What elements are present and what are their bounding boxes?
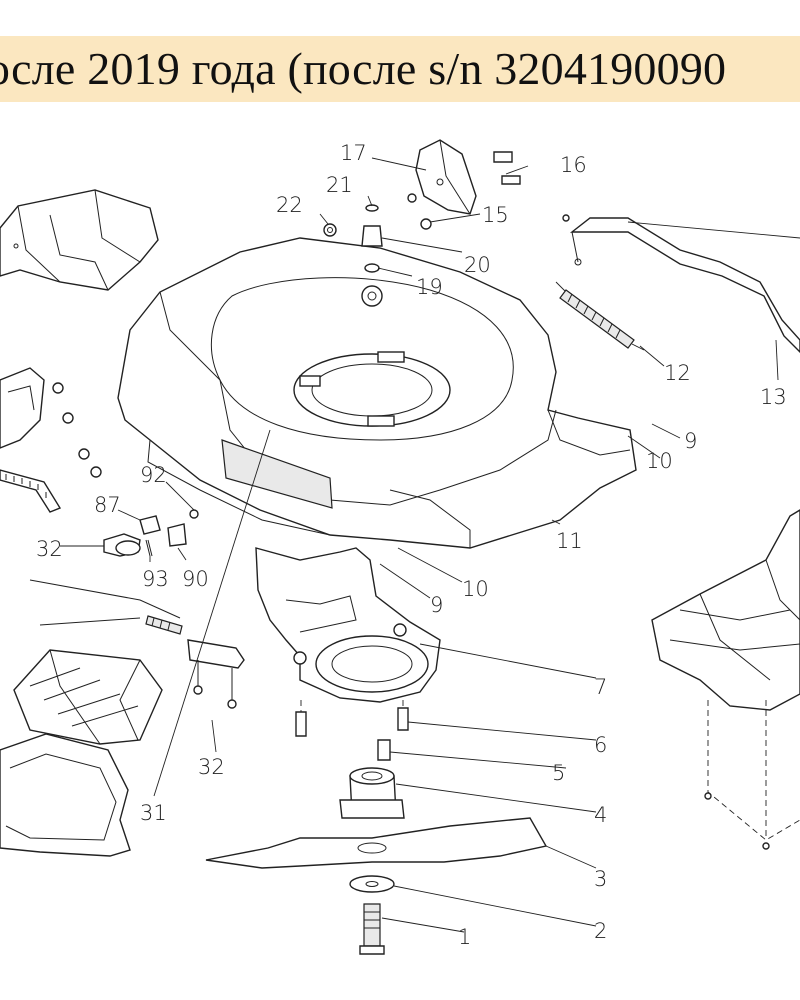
motor-cover <box>255 547 441 703</box>
axle-bracket <box>187 639 245 709</box>
callout-13: 13 <box>760 385 787 409</box>
callout-88: 87 <box>94 493 121 517</box>
spring-part <box>555 281 645 351</box>
callout-7: 7 <box>594 675 607 699</box>
callout-90: 90 <box>182 567 209 591</box>
rear-cover-part <box>0 189 159 291</box>
callout-10-mid: 10 <box>462 577 489 601</box>
callout-22: 22 <box>276 193 303 217</box>
callout-32: 32 <box>198 755 225 779</box>
blade <box>205 817 548 869</box>
callout-9-mid: 9 <box>430 593 443 617</box>
callout-17: 17 <box>340 141 367 165</box>
callout-4: 4 <box>594 803 607 827</box>
callout-31: 31 <box>140 801 167 825</box>
callout-87: 32 <box>36 537 63 561</box>
blade-adapter <box>339 767 405 819</box>
callout-93: 93 <box>142 567 169 591</box>
callout-11: 11 <box>556 529 583 553</box>
washer-bolt <box>349 875 395 955</box>
handle-frame <box>0 733 131 857</box>
height-adjust-bracket <box>407 139 521 230</box>
cable-assembly <box>29 579 183 635</box>
callout-21: 21 <box>326 173 353 197</box>
callout-6: 6 <box>594 733 607 757</box>
small-levers <box>103 509 199 557</box>
callout-12: 12 <box>664 361 691 385</box>
front-cover <box>651 509 800 850</box>
mulch-plug <box>13 649 163 745</box>
callout-2: 2 <box>594 919 607 943</box>
title-banner: после 2019 года (после s/n 3204190090 <box>0 36 800 102</box>
callout-labels: 17 16 21 22 15 20 19 12 13 9 10 11 92 87… <box>36 141 787 949</box>
callout-20: 20 <box>464 253 491 277</box>
bolts <box>295 700 409 761</box>
adjust-rod <box>562 214 800 353</box>
title-text: после 2019 года (после s/n 3204190090 <box>0 43 727 94</box>
callout-5: 5 <box>552 761 565 785</box>
callout-16: 16 <box>560 153 587 177</box>
callout-3: 3 <box>594 867 607 891</box>
callout-92: 92 <box>140 463 167 487</box>
callout-9-right: 9 <box>684 429 697 453</box>
callout-15: 15 <box>482 203 509 227</box>
deck-hardware <box>323 204 383 273</box>
mower-deck-housing <box>117 237 637 549</box>
leader-lines <box>60 157 800 933</box>
callout-19: 19 <box>416 275 443 299</box>
callout-10-right: 10 <box>646 449 673 473</box>
side-plate-left <box>0 367 102 513</box>
callout-1: 1 <box>458 925 471 949</box>
